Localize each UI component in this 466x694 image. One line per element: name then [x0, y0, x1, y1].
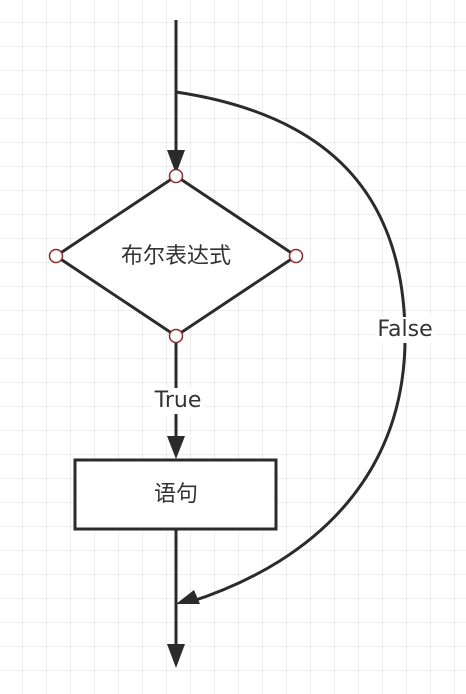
entry-arrowhead	[167, 150, 185, 174]
connector-right	[288, 248, 304, 264]
connector-top	[168, 168, 184, 184]
true-edge-label: True	[152, 388, 204, 414]
exit-arrowhead	[167, 644, 185, 668]
true-branch-arrowhead	[167, 436, 185, 459]
decision-label: 布尔表达式	[120, 244, 232, 269]
connector-left	[48, 248, 64, 264]
statement-box	[73, 458, 278, 531]
false-edge-label: False	[375, 317, 435, 343]
false-branch-arrowhead	[176, 590, 200, 604]
connector-bottom	[168, 328, 184, 344]
statement-label: 语句	[153, 482, 199, 507]
